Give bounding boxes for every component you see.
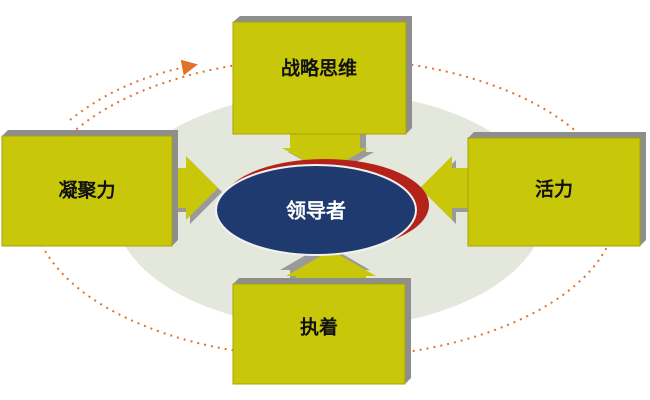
node-top-label: 战略思维 [281, 57, 357, 80]
arrow-left [168, 156, 222, 224]
node-top: 战略思维 [232, 16, 412, 135]
center-node: 领导者 [215, 159, 429, 256]
orbit-arrow [69, 59, 198, 121]
arrow-top [282, 126, 374, 176]
node-right: 活力 [467, 132, 646, 247]
center-label: 领导者 [286, 199, 346, 223]
node-right-label: 活力 [535, 178, 573, 201]
arrow-right [420, 156, 474, 224]
node-bottom-label: 执着 [300, 316, 338, 339]
node-left-label: 凝聚力 [58, 179, 115, 202]
node-bottom: 执着 [232, 278, 411, 385]
node-left: 凝聚力 [1, 130, 178, 247]
